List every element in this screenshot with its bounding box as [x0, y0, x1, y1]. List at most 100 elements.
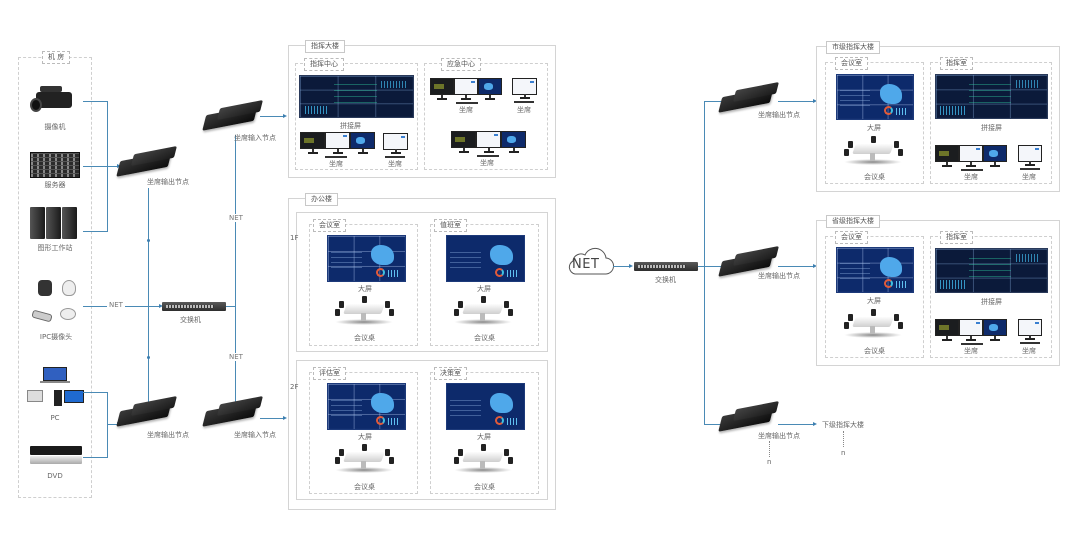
dvd-label: DVD	[47, 472, 63, 480]
connector	[107, 424, 118, 425]
cloud-label: NET	[572, 257, 600, 272]
floor-label: 1F	[290, 234, 299, 242]
room-title: 应急中心	[441, 58, 481, 71]
conference-table-label: 会议桌	[354, 483, 375, 491]
ellipsis-dots	[843, 431, 844, 447]
large-screen	[836, 247, 914, 293]
room-title: 指挥室	[940, 231, 973, 244]
conference-table	[842, 308, 904, 340]
arrow	[629, 264, 633, 268]
office-building-title: 办公楼	[305, 193, 338, 206]
video-wall-label: 拼接屏	[340, 122, 361, 130]
ip-camera-label: IPC摄像头	[39, 333, 73, 341]
large-screen	[327, 383, 406, 430]
seat-label: 坐席	[459, 106, 473, 114]
connector	[83, 101, 107, 102]
floor-2f	[296, 360, 548, 500]
large-screen	[836, 74, 914, 120]
floor-1f	[296, 212, 548, 352]
room-title: 会议室	[313, 219, 346, 232]
connector	[226, 306, 236, 307]
arrow	[813, 422, 817, 426]
province-building-title: 省级指挥大楼	[826, 215, 880, 228]
video-camera-icon	[30, 84, 78, 120]
ellipsis-n: n	[767, 458, 772, 466]
video-wall	[299, 75, 414, 118]
video-wall-label: 拼接屏	[981, 124, 1002, 132]
ellipsis-dots	[769, 441, 770, 457]
arrow	[159, 304, 163, 308]
server-icon	[30, 152, 80, 178]
floor-label: 2F	[290, 383, 299, 391]
large-screen	[327, 235, 406, 282]
room-duty	[430, 224, 539, 346]
junction-dot	[147, 239, 150, 242]
room-meeting	[825, 62, 924, 184]
room-title: 指挥中心	[304, 58, 344, 71]
video-wall-label: 拼接屏	[981, 298, 1002, 306]
seat-output-node[interactable]	[718, 400, 782, 432]
video-camera-label: 摄像机	[44, 123, 66, 131]
network-switch[interactable]	[162, 302, 226, 311]
lower-building-label: 下级指挥大楼	[822, 421, 864, 429]
seat-output-node[interactable]	[116, 395, 180, 427]
seat-output-node[interactable]	[718, 81, 782, 113]
connector	[260, 116, 284, 117]
connector	[704, 101, 724, 102]
conference-table	[842, 135, 904, 167]
room-title: 决策室	[434, 367, 467, 380]
conference-table-label: 会议桌	[864, 173, 885, 181]
connector	[107, 392, 108, 458]
conference-table	[333, 295, 395, 327]
connector	[698, 266, 728, 267]
conference-table-label: 会议桌	[864, 347, 885, 355]
connector	[83, 166, 118, 167]
seat-label: 坐席	[964, 173, 978, 181]
large-screen-label: 大屏	[867, 124, 881, 132]
network-switch[interactable]	[634, 262, 698, 271]
switch-label: 交换机	[180, 316, 201, 324]
seat-input-node-label: 坐席输入节点	[234, 431, 276, 439]
connector	[260, 418, 284, 419]
room-command	[930, 62, 1052, 184]
large-screen-label: 大屏	[477, 285, 491, 293]
seat-label: 坐席	[1022, 347, 1036, 355]
room-emergency-center	[424, 63, 548, 170]
large-screen	[446, 383, 525, 430]
machine-room-title: 机 房	[42, 51, 71, 64]
province-building-panel	[816, 220, 1060, 366]
room-title: 值班室	[434, 219, 467, 232]
seat-output-node[interactable]	[116, 145, 180, 177]
video-wall	[935, 74, 1048, 119]
connector	[704, 101, 705, 425]
large-screen-label: 大屏	[358, 433, 372, 441]
seat-label: 坐席	[388, 160, 402, 168]
large-screen-label: 大屏	[477, 433, 491, 441]
conference-table-label: 会议桌	[474, 483, 495, 491]
connector	[613, 266, 631, 267]
room-title: 指挥室	[940, 57, 973, 70]
large-screen-label: 大屏	[358, 285, 372, 293]
workstation-label: 图形工作站	[37, 244, 73, 252]
junction-dot	[147, 356, 150, 359]
conference-table	[452, 443, 514, 475]
seat-input-node[interactable]	[202, 395, 266, 427]
room-meeting	[309, 224, 418, 346]
video-wall	[935, 248, 1048, 293]
seat-input-node-label: 坐席输入节点	[234, 134, 276, 142]
conference-table	[452, 295, 514, 327]
large-screen	[446, 235, 525, 282]
connector	[235, 135, 236, 407]
connector	[83, 392, 107, 393]
arrow	[813, 264, 817, 268]
room-command-center	[295, 63, 418, 170]
seat-label: 坐席	[480, 159, 494, 167]
seat-output-node-label: 坐席输出节点	[758, 272, 800, 280]
room-evaluation	[309, 372, 418, 494]
city-building-title: 市级指挥大楼	[826, 41, 880, 54]
seat-input-node[interactable]	[202, 99, 266, 131]
room-title: 会议室	[835, 57, 868, 70]
seat-label: 坐席	[964, 347, 978, 355]
conference-table-label: 会议桌	[474, 334, 495, 342]
net-label: NET	[227, 214, 245, 222]
